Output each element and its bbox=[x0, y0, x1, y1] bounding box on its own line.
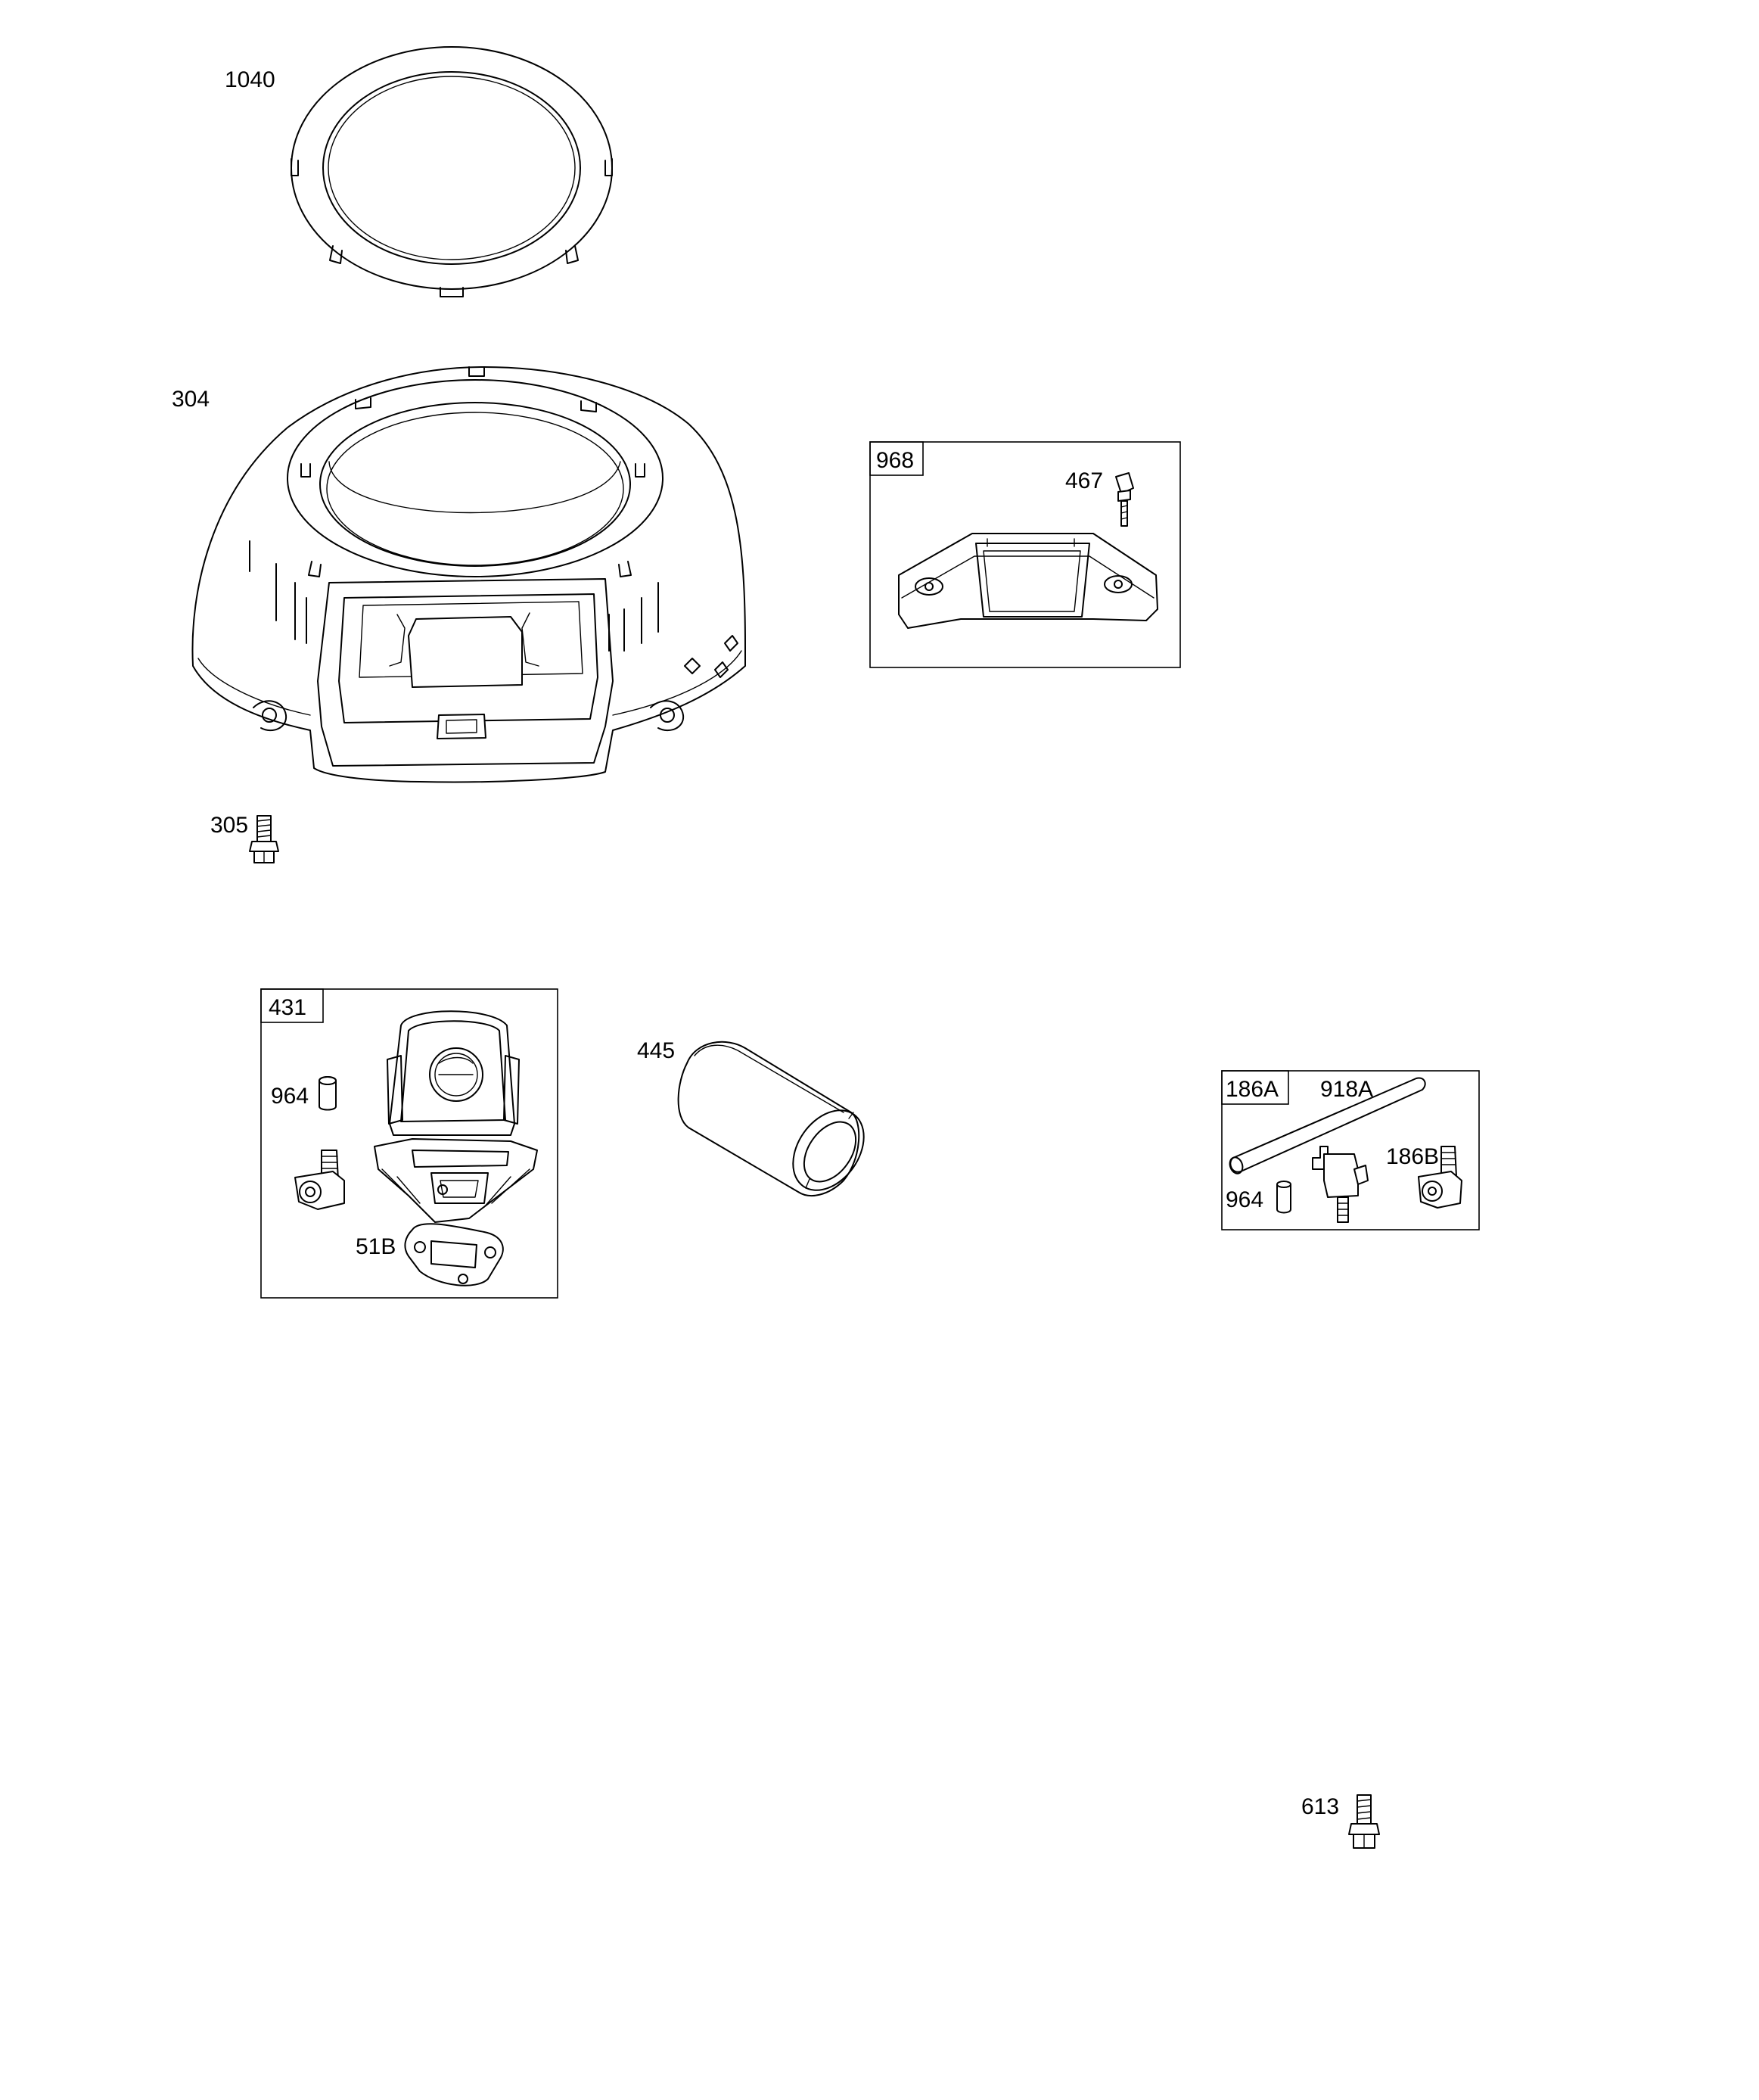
screw-icon bbox=[1348, 1794, 1380, 1849]
label-186b: 186B bbox=[1386, 1144, 1439, 1169]
fitting-icon bbox=[1312, 1146, 1369, 1223]
label-467: 467 bbox=[1065, 468, 1103, 493]
fuel-hose-icon bbox=[1229, 1077, 1426, 1174]
blower-housing-ring-icon bbox=[291, 46, 613, 297]
fitting-icon bbox=[294, 1150, 345, 1210]
label-918a: 918A bbox=[1320, 1077, 1373, 1102]
label-1040: 1040 bbox=[225, 67, 275, 92]
kit-968-box: 968 467 bbox=[869, 441, 1181, 668]
label-51b: 51B bbox=[356, 1234, 396, 1259]
fitting-icon bbox=[1418, 1146, 1462, 1209]
label-445: 445 bbox=[637, 1038, 675, 1063]
kit-431-box: 431 964 51B bbox=[260, 988, 558, 1299]
gasket-icon bbox=[404, 1223, 504, 1286]
label-613: 613 bbox=[1301, 1794, 1339, 1819]
kit-186a-box: 186A 918A 186B 964 bbox=[1221, 1070, 1480, 1230]
air-filter-cartridge-icon bbox=[677, 1041, 865, 1196]
label-186a: 186A bbox=[1226, 1077, 1279, 1102]
label-305: 305 bbox=[210, 813, 248, 838]
label-304: 304 bbox=[172, 387, 210, 412]
screw-icon bbox=[249, 815, 279, 863]
blower-housing-icon bbox=[191, 366, 746, 783]
label-431: 431 bbox=[269, 995, 306, 1020]
thumb-screw-icon bbox=[1115, 472, 1134, 527]
label-968: 968 bbox=[876, 448, 914, 473]
cover-plate-icon bbox=[898, 533, 1158, 629]
bushing-icon bbox=[319, 1076, 337, 1111]
label-964-b: 964 bbox=[1226, 1187, 1263, 1212]
label-964-a: 964 bbox=[271, 1084, 309, 1109]
air-cleaner-base-icon bbox=[374, 1010, 538, 1223]
bushing-icon bbox=[1276, 1181, 1291, 1214]
